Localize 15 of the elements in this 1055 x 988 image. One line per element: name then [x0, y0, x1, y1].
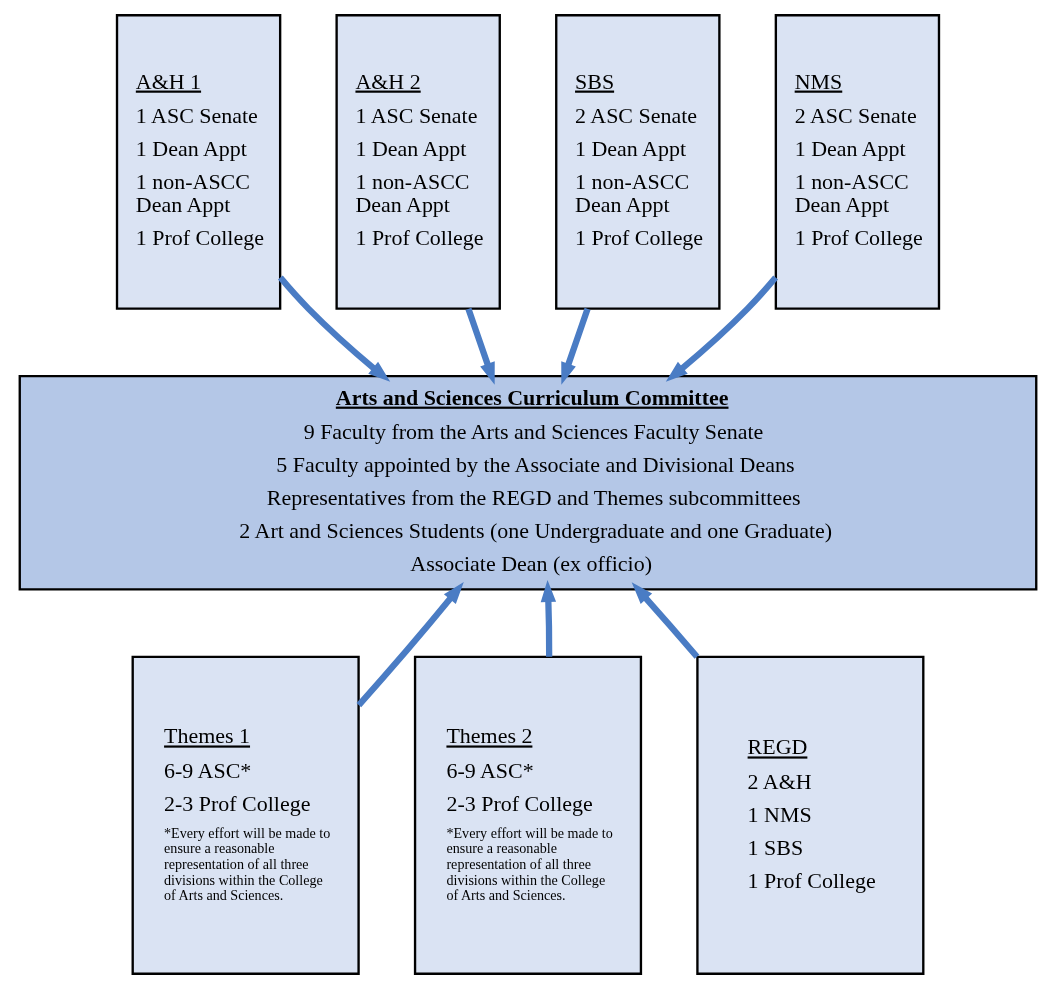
arrow — [356, 581, 464, 707]
arrow — [631, 581, 699, 659]
arrow — [464, 307, 495, 385]
node-box: REGD 2 A&H 1 NMS 1 SBS 1 Prof College — [695, 655, 924, 975]
arrow — [665, 275, 778, 382]
node-box: Themes 2 6-9 ASC* 2-3 Prof College *Every effort will be made to ensure a reasonable representation of all three divisions within the College of Arts and Sciences. — [413, 655, 642, 975]
arrow — [277, 275, 390, 382]
node-box: Arts and Sciences Curriculum Committee 9 Faculty from the Arts and Sciences Faculty Senate 5 Faculty appointed by the Associate and Divisional Deans Representatives from the REGD and Themes subcommittees 2 Art and Sciences Students (one Undergraduate and one Graduate) Associate Dean (ex officio) — [18, 374, 1037, 591]
node-box: A&H 1 1 ASC Senate 1 Dean Appt 1 non-ASCC Dean Appt 1 Prof College — [115, 13, 281, 310]
node-box: Themes 1 6-9 ASC* 2-3 Prof College *Every effort will be made to ensure a reasonable representation of all three divisions within the College of Arts and Sciences. — [131, 655, 360, 975]
arrow — [540, 579, 556, 657]
node-box: NMS 2 ASC Senate 1 Dean Appt 1 non-ASCC Dean Appt 1 Prof College — [774, 13, 940, 310]
node-box: SBS 2 ASC Senate 1 Dean Appt 1 non-ASCC Dean Appt 1 Prof College — [554, 13, 721, 310]
arrow — [560, 307, 591, 385]
node-box: A&H 2 1 ASC Senate 1 Dean Appt 1 non-ASCC Dean Appt 1 Prof College — [334, 13, 501, 310]
